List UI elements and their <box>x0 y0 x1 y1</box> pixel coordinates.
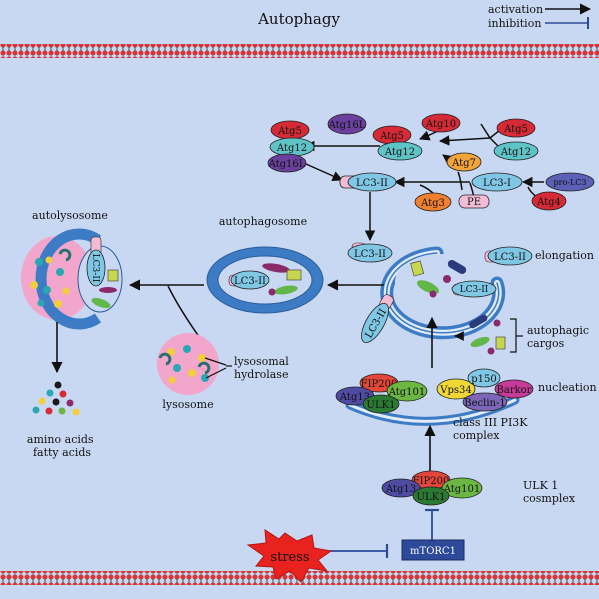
class3-line-1: class III PI3K <box>453 416 528 429</box>
beclin1-protein <box>462 392 508 412</box>
beclin1-label: Beclin-1 <box>464 398 505 409</box>
atg7-protein <box>446 152 482 172</box>
lysosome-label: lysosome <box>162 398 213 411</box>
autophagosome-label: autophagosome <box>219 215 307 228</box>
atg101-protein <box>386 380 428 402</box>
lc3-ii-protein <box>347 172 397 192</box>
legend: activation inhibition <box>488 3 592 30</box>
lysosome-fusion-line <box>167 285 201 339</box>
pro-lc3-protein <box>545 172 595 192</box>
legend-activation-label: activation <box>488 3 543 16</box>
atg12-protein <box>493 141 539 161</box>
fip200-label: FIP200 <box>413 476 450 487</box>
stress-burst: stress <box>246 529 333 583</box>
ulk1-protein <box>412 486 450 506</box>
atg16l-label: Atg16L <box>328 120 366 131</box>
lc3-i-label: LC3-I <box>483 178 511 189</box>
atg101-protein <box>441 477 483 499</box>
atg12-label: Atg12 <box>384 147 415 158</box>
ulk1-complex: FIP200 Atg13 Atg101 ULK1 <box>381 470 483 506</box>
vps34-protein <box>436 378 476 400</box>
ulk1-complex-line-1: ULK 1 <box>523 479 558 492</box>
atg101-label: Atg101 <box>388 387 426 398</box>
atg5-label: Atg5 <box>503 124 528 135</box>
elongation-label: elongation <box>535 249 594 262</box>
mtorc1-box <box>401 539 465 561</box>
atg4-protein <box>531 191 567 211</box>
lc3-conjugation: pro-LC3 Atg4 LC3-I PE Atg3 LC3-II <box>339 171 595 242</box>
atg12-conjugation: Atg5 Atg16L Atg12 Atg16L Atg5 Atg12 Atg1… <box>267 113 539 181</box>
stress-label: stress <box>270 550 309 565</box>
products-line-1: amino acids <box>27 433 94 446</box>
atg7-label: Atg7 <box>451 158 476 169</box>
legend-inhibition-label: inhibition <box>488 17 541 30</box>
pe-label: PE <box>467 197 481 208</box>
atg12-label: Atg12 <box>500 147 531 158</box>
nucleation-label: nucleation <box>538 381 597 394</box>
fip200-label: FIP200 <box>361 379 398 390</box>
cargos-line-1: autophagic <box>527 324 589 337</box>
class3-line-2: complex <box>453 429 500 442</box>
autophagic-cargos: autophagic cargos <box>454 314 593 355</box>
atg13-label: Atg13 <box>339 392 370 403</box>
pro-lc3-label: pro-LC3 <box>554 178 587 187</box>
mtorc1-label: mTORC1 <box>410 546 456 557</box>
pe-lipid <box>458 194 490 209</box>
cargos-line-2: cargos <box>527 337 565 350</box>
lc3-i-protein <box>471 172 523 192</box>
page-title: Autophagy <box>257 10 340 28</box>
autolysosome: LC3-II <box>21 228 123 330</box>
atg16l-protein <box>267 153 307 173</box>
atg12-protein <box>377 141 423 161</box>
autophagosome: LC3-II <box>206 246 324 314</box>
p150-label: p150 <box>471 374 497 385</box>
atg10-label: Atg10 <box>425 119 456 130</box>
ulk1-label: ULK1 <box>417 492 446 503</box>
atg16l-protein <box>327 113 367 135</box>
ulk1-complex-label: ULK 1 cosmplex <box>523 479 576 505</box>
lc3-ii-label: LC3-II <box>90 254 100 283</box>
lc3-ii-label: LC3-II <box>234 276 266 287</box>
ulk1-label: ULK1 <box>367 400 396 411</box>
atg16l-label: Atg16L <box>268 159 306 170</box>
degradation-products <box>32 381 80 416</box>
atg101-label: Atg101 <box>443 484 481 495</box>
plasma-membrane-top <box>0 44 599 58</box>
lysosomal-hydrolase-label: lysosomal hydrolase <box>234 355 292 381</box>
atg3-protein <box>414 192 452 212</box>
lc3-ii-label: LC3-II <box>354 249 386 260</box>
atg4-label: Atg4 <box>536 197 561 208</box>
ulk1-complex-line-2: cosmplex <box>523 492 576 505</box>
hydrolase-line-2: hydrolase <box>234 368 288 381</box>
lysosome <box>157 333 232 395</box>
ulk1-protein <box>362 394 400 414</box>
class3-complex-label: class III PI3K complex <box>453 416 531 442</box>
vps34-label: Vps34 <box>439 385 471 396</box>
autolysosome-label: autolysosome <box>32 209 108 222</box>
atg3-label: Atg3 <box>420 198 445 209</box>
products-line-2: fatty acids <box>33 446 91 459</box>
atg12-label: Atg12 <box>276 143 307 154</box>
barkor-label: Barkor <box>497 385 532 396</box>
hydrolase-line-1: lysosomal <box>234 355 289 368</box>
atg5-label: Atg5 <box>379 131 404 142</box>
atg5-protein <box>496 118 536 138</box>
atg13-protein <box>381 478 421 498</box>
products-label: amino acids fatty acids <box>27 433 97 459</box>
phagophore: LC3-II LC3-II LC3-II LC3-II <box>347 242 533 343</box>
p150-protein <box>467 368 501 388</box>
atg10-protein <box>421 113 461 133</box>
autophagic-cargos-label: autophagic cargos <box>527 324 593 350</box>
atg5-label: Atg5 <box>277 126 302 137</box>
lc3-ii-label: LC3-II <box>494 252 526 263</box>
atg13-label: Atg13 <box>385 484 416 495</box>
barkor-protein <box>494 379 534 399</box>
lc3-ii-label: LC3-II <box>460 285 489 295</box>
lc3-ii-label: LC3-II <box>356 178 388 189</box>
nucleation-complex: FIP200 Atg101 Atg13 ULK1 Vps34 p150 Bark… <box>335 368 534 426</box>
